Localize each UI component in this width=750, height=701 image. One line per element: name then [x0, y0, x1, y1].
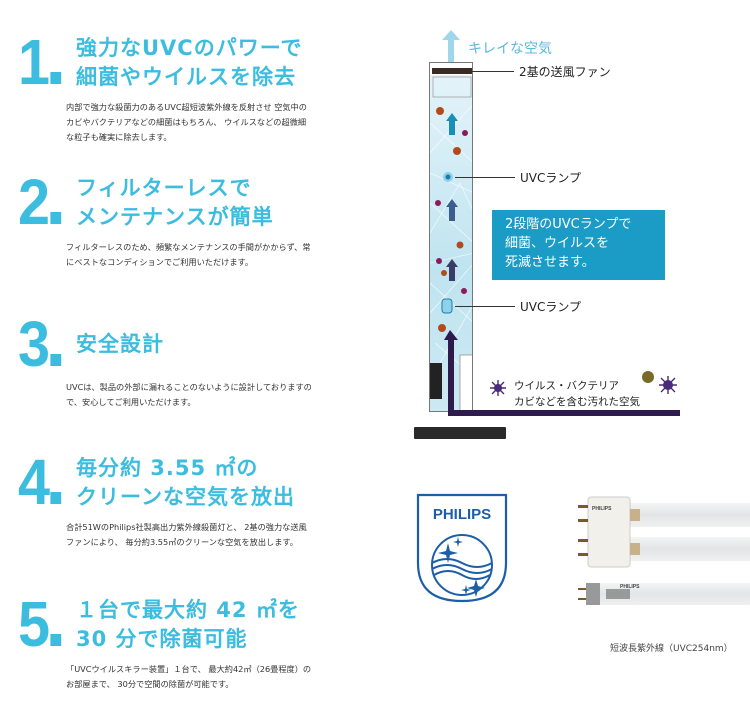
fan-label: 2基の送風ファン: [519, 65, 611, 79]
feature-heading: 毎分約 3.55 ㎡の クリーンな空気を放出: [76, 456, 295, 509]
clean-air-arrow-icon: [442, 30, 460, 68]
clean-air-label: キレイな空気: [468, 41, 552, 57]
lamp-caption: 短波長紫外線（UVC254nm）: [610, 644, 733, 654]
feature-heading: 安全設計: [76, 332, 164, 356]
svg-text:PHILIPS: PHILIPS: [592, 506, 612, 512]
svg-text:PHILIPS: PHILIPS: [620, 584, 640, 590]
feature-number: 3: [18, 312, 61, 376]
bacteria-icon: [659, 376, 677, 394]
feature-description: 合計51WのPhilips社製高出力紫外線殺菌灯と、 2基の強力な送風 ファンに…: [66, 522, 307, 547]
feature-number: 5: [18, 592, 61, 656]
philips-logo: PHILIPS: [416, 493, 508, 603]
uvc-info-box: 2段階のUVCランプで 細菌、ウイルスを 死滅させます。: [492, 210, 665, 280]
mold-icon: [642, 371, 654, 383]
feature-heading: １台で最大約 42 ㎡を 30 分で除菌可能: [76, 598, 300, 651]
feature-heading: フィルターレスで メンテナンスが簡単: [76, 176, 274, 229]
uvc-callout-line-2: [455, 306, 515, 307]
feature-number: 1: [18, 30, 61, 94]
feature-description: 「UVCウイルスキラー装置」１台で、 最大約42㎡（26畳程度）の お部屋まで、…: [66, 664, 312, 689]
uvc-lamps-image: PHILIPS PHILIPS: [570, 495, 750, 620]
feature-heading: 強力なUVCのパワーで 細菌やウイルスを除去: [76, 36, 303, 89]
uvc-callout-line-1: [455, 177, 515, 178]
feature-description: 内部で強力な殺菌力のあるUVC超短波紫外線を反射させ 空気中の カビやバクテリア…: [66, 102, 307, 142]
uvc-lamp-label-2: UVCランプ: [520, 300, 582, 314]
uvc-lamp-label-1: UVCランプ: [520, 171, 582, 185]
dirty-air-label-1: ウイルス・バクテリア: [514, 380, 619, 392]
feature-description: フィルターレスのため、頻繁なメンテナンスの手間がかからず、常 にベストなコンディ…: [66, 242, 311, 267]
virus-icon: [490, 380, 506, 396]
feature-description: UVCは、製品の外部に漏れることのないように設計しておりますの で、安心してご利…: [66, 382, 312, 407]
dirty-air-label-2: カビなどを含む汚れた空気: [514, 396, 640, 408]
tower-base: [414, 427, 506, 439]
svg-text:PHILIPS: PHILIPS: [433, 506, 491, 523]
feature-number: 2: [18, 170, 61, 234]
feature-number: 4: [18, 450, 61, 514]
fan-callout-line: [470, 71, 514, 72]
